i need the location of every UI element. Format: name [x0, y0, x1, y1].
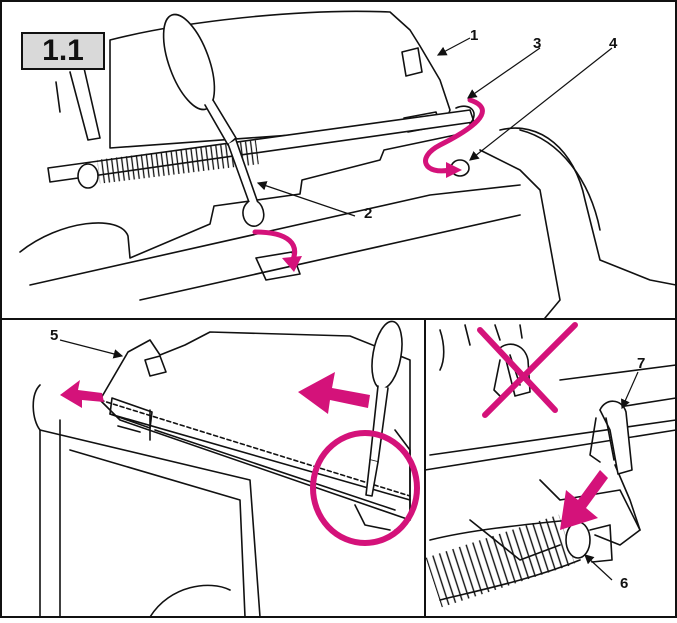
callout-label: 5 [50, 327, 59, 344]
screwdriver-icon [162, 13, 265, 227]
arrow-icon [560, 470, 608, 530]
step-badge: 1.1 [21, 32, 105, 70]
panel-top [19, 10, 677, 319]
callout-label: 3 [533, 35, 542, 52]
callout-label: 6 [620, 575, 629, 592]
callout-label: 7 [637, 355, 646, 372]
screwdriver-icon [365, 320, 403, 497]
callout-label: 2 [364, 205, 373, 222]
callout-label: 1 [470, 27, 479, 44]
panel-bottom-left [32, 320, 411, 618]
circle-highlight-icon [310, 430, 420, 546]
arrow-icon [60, 372, 370, 414]
cross-out-icon [477, 322, 578, 418]
callout-label: 4 [609, 35, 618, 52]
clip-icon [589, 400, 633, 475]
